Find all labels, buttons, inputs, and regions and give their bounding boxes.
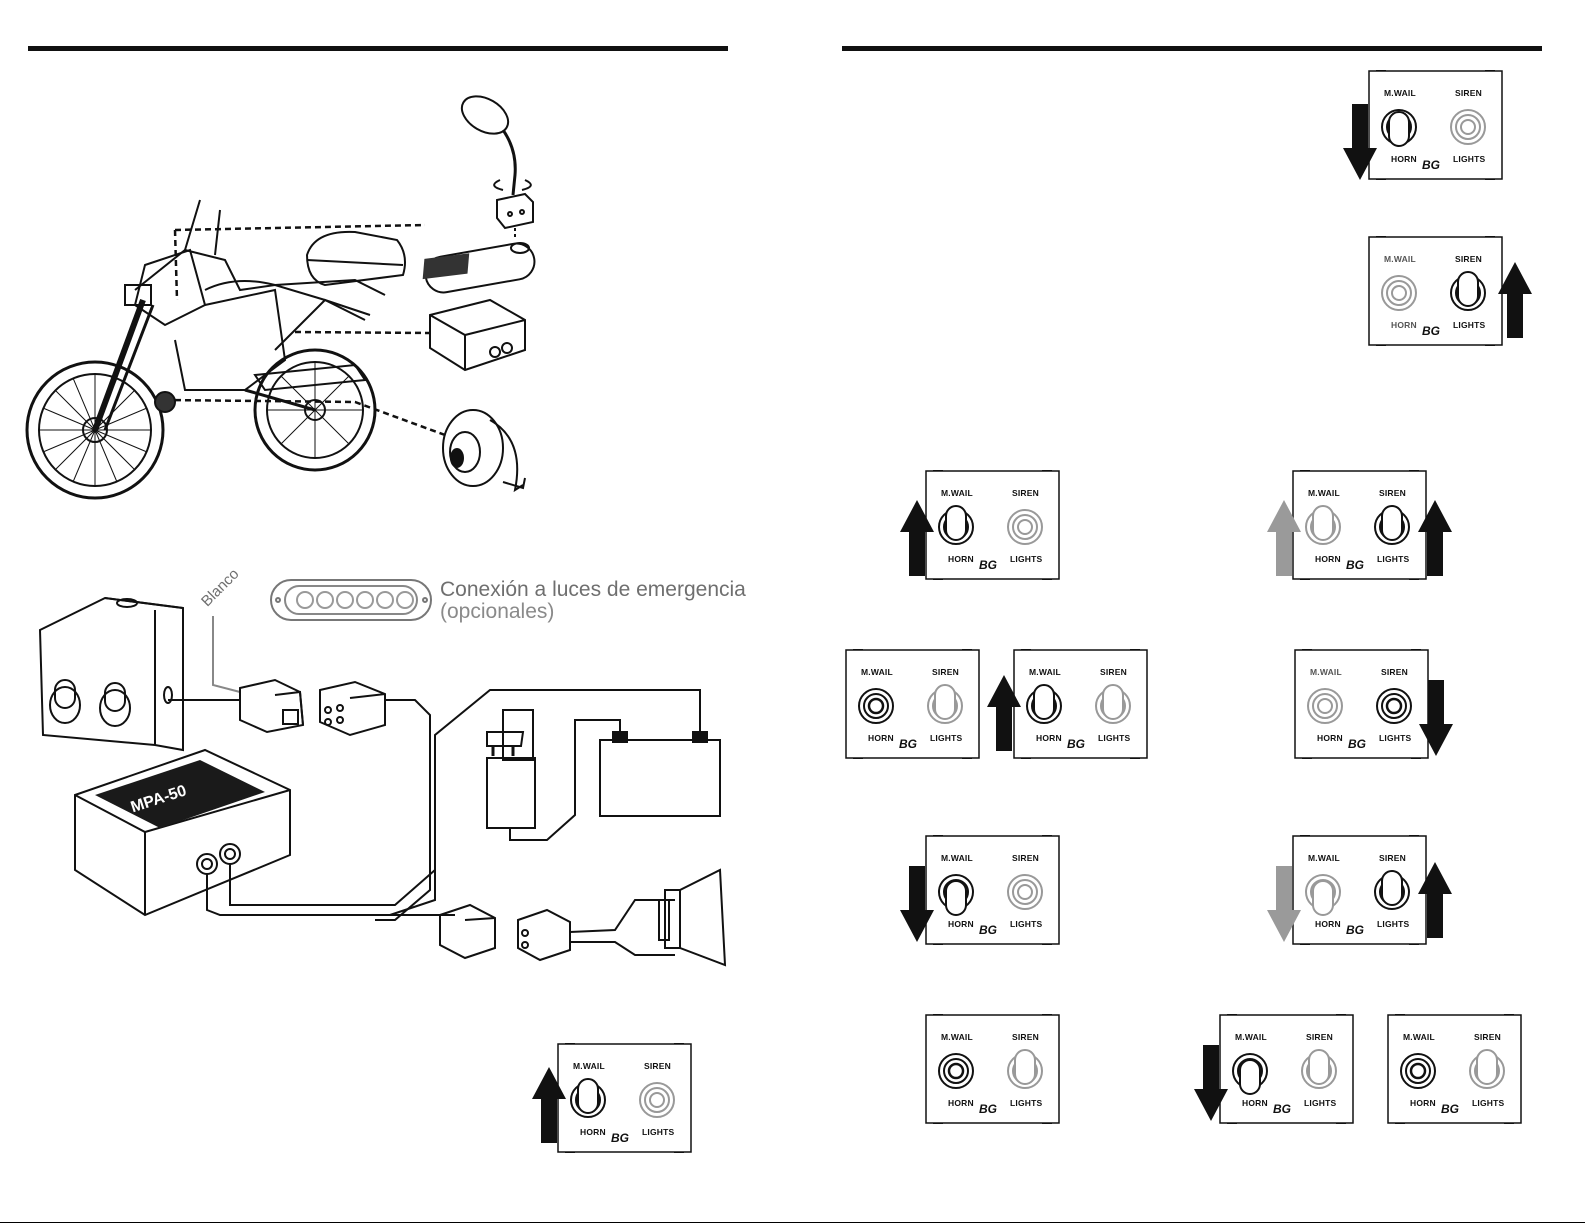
label-mwail: M.WAIL	[1384, 254, 1416, 264]
switch-panel-row4-left: M.WAIL SIREN HORN LIGHTS BG	[925, 1014, 1060, 1124]
label-mwail: M.WAIL	[1384, 88, 1416, 98]
motorcycle-installation-illustration	[25, 95, 536, 500]
label-mwail: M.WAIL	[1308, 488, 1340, 498]
label-lights: LIGHTS	[1304, 1098, 1337, 1108]
up-arrow-icon	[1418, 862, 1452, 938]
callout-emergency-lights: Conexión a luces de emergencia	[440, 578, 746, 601]
label-siren: SIREN	[932, 667, 959, 677]
up-arrow-icon	[1418, 500, 1452, 576]
switch-panel-row4-middle: M.WAIL SIREN HORN LIGHTS BG	[1219, 1014, 1354, 1124]
label-lights: LIGHTS	[1010, 919, 1043, 929]
label-mwail: M.WAIL	[573, 1061, 605, 1071]
label-lights: LIGHTS	[1453, 154, 1486, 164]
top-rule-right	[842, 46, 1542, 51]
wiring-diagram-illustration: MPA-50	[38, 579, 727, 967]
bottom-edge-line	[0, 1222, 1585, 1223]
label-horn: HORN	[1317, 733, 1343, 743]
label-horn: HORN	[948, 554, 974, 564]
label-lights: LIGHTS	[1377, 554, 1410, 564]
label-siren: SIREN	[1100, 667, 1127, 677]
label-siren: SIREN	[1379, 853, 1406, 863]
down-arrow-gray-icon	[1267, 866, 1301, 942]
down-arrow-icon	[1343, 104, 1377, 180]
switch-panel-row4-right: M.WAIL SIREN HORN LIGHTS BG	[1387, 1014, 1522, 1124]
bg-logo: BG	[979, 1102, 997, 1116]
label-horn: HORN	[1036, 733, 1062, 743]
label-horn: HORN	[580, 1127, 606, 1137]
label-horn: HORN	[868, 733, 894, 743]
label-horn: HORN	[1315, 919, 1341, 929]
label-mwail: M.WAIL	[1310, 667, 1342, 677]
label-lights: LIGHTS	[642, 1127, 675, 1137]
top-rule-left	[28, 46, 728, 51]
label-horn: HORN	[948, 1098, 974, 1108]
bg-logo: BG	[1346, 923, 1364, 937]
bg-logo: BG	[979, 558, 997, 572]
bg-logo: BG	[899, 737, 917, 751]
bg-logo: BG	[1422, 324, 1440, 338]
label-horn: HORN	[1242, 1098, 1268, 1108]
switch-panel-row2-right: M.WAIL SIREN HORN LIGHTS BG	[1294, 649, 1429, 759]
up-arrow-icon	[532, 1067, 566, 1143]
bg-logo: BG	[1067, 737, 1085, 751]
up-arrow-icon	[1498, 262, 1532, 338]
label-siren: SIREN	[1306, 1032, 1333, 1042]
bg-logo: BG	[611, 1131, 629, 1145]
label-mwail: M.WAIL	[941, 853, 973, 863]
bg-logo: BG	[979, 923, 997, 937]
label-siren: SIREN	[1381, 667, 1408, 677]
bg-logo: BG	[1273, 1102, 1291, 1116]
switch-panel-row2-b: M.WAIL SIREN HORN LIGHTS BG	[1013, 649, 1148, 759]
label-mwail: M.WAIL	[941, 488, 973, 498]
bg-logo: BG	[1441, 1102, 1459, 1116]
label-siren: SIREN	[1455, 88, 1482, 98]
label-lights: LIGHTS	[1010, 1098, 1043, 1108]
label-siren: SIREN	[1379, 488, 1406, 498]
switch-panel-top-right-1: M.WAIL SIREN HORN LIGHTS BG	[1368, 70, 1503, 180]
label-mwail: M.WAIL	[1029, 667, 1061, 677]
label-horn: HORN	[1391, 320, 1417, 330]
down-arrow-icon	[900, 866, 934, 942]
label-mwail: M.WAIL	[861, 667, 893, 677]
switch-panel-row1-left: M.WAIL SIREN HORN LIGHTS BG	[925, 470, 1060, 580]
label-lights: LIGHTS	[1453, 320, 1486, 330]
label-siren: SIREN	[1012, 488, 1039, 498]
label-mwail: M.WAIL	[941, 1032, 973, 1042]
label-lights: LIGHTS	[1472, 1098, 1505, 1108]
down-arrow-icon	[1419, 680, 1453, 756]
label-horn: HORN	[1315, 554, 1341, 564]
up-arrow-icon	[987, 675, 1021, 751]
label-lights: LIGHTS	[1010, 554, 1043, 564]
label-siren: SIREN	[1012, 853, 1039, 863]
label-horn: HORN	[1410, 1098, 1436, 1108]
switch-panel-row1-right: M.WAIL SIREN HORN LIGHTS BG	[1292, 470, 1427, 580]
label-siren: SIREN	[1455, 254, 1482, 264]
label-lights: LIGHTS	[1379, 733, 1412, 743]
up-arrow-icon	[900, 500, 934, 576]
label-lights: LIGHTS	[1098, 733, 1131, 743]
label-horn: HORN	[948, 919, 974, 929]
label-lights: LIGHTS	[1377, 919, 1410, 929]
switch-panel-bottom-left: M.WAIL SIREN HORN LIGHTS BG	[557, 1043, 692, 1153]
down-arrow-icon	[1194, 1045, 1228, 1121]
bg-logo: BG	[1348, 737, 1366, 751]
label-horn: HORN	[1391, 154, 1417, 164]
bg-logo: BG	[1346, 558, 1364, 572]
label-mwail: M.WAIL	[1308, 853, 1340, 863]
switch-panel-row2-a: M.WAIL SIREN HORN LIGHTS BG	[845, 649, 980, 759]
switch-panel-row3-left: M.WAIL SIREN HORN LIGHTS BG	[925, 835, 1060, 945]
label-lights: LIGHTS	[930, 733, 963, 743]
label-siren: SIREN	[1012, 1032, 1039, 1042]
switch-panel-top-right-2: M.WAIL SIREN HORN LIGHTS BG	[1368, 236, 1503, 346]
up-arrow-gray-icon	[1267, 500, 1301, 576]
label-mwail: M.WAIL	[1235, 1032, 1267, 1042]
callout-optional: (opcionales)	[440, 600, 555, 623]
switch-panel-row3-right: M.WAIL SIREN HORN LIGHTS BG	[1292, 835, 1427, 945]
bg-logo: BG	[1422, 158, 1440, 172]
label-siren: SIREN	[644, 1061, 671, 1071]
label-mwail: M.WAIL	[1403, 1032, 1435, 1042]
label-siren: SIREN	[1474, 1032, 1501, 1042]
